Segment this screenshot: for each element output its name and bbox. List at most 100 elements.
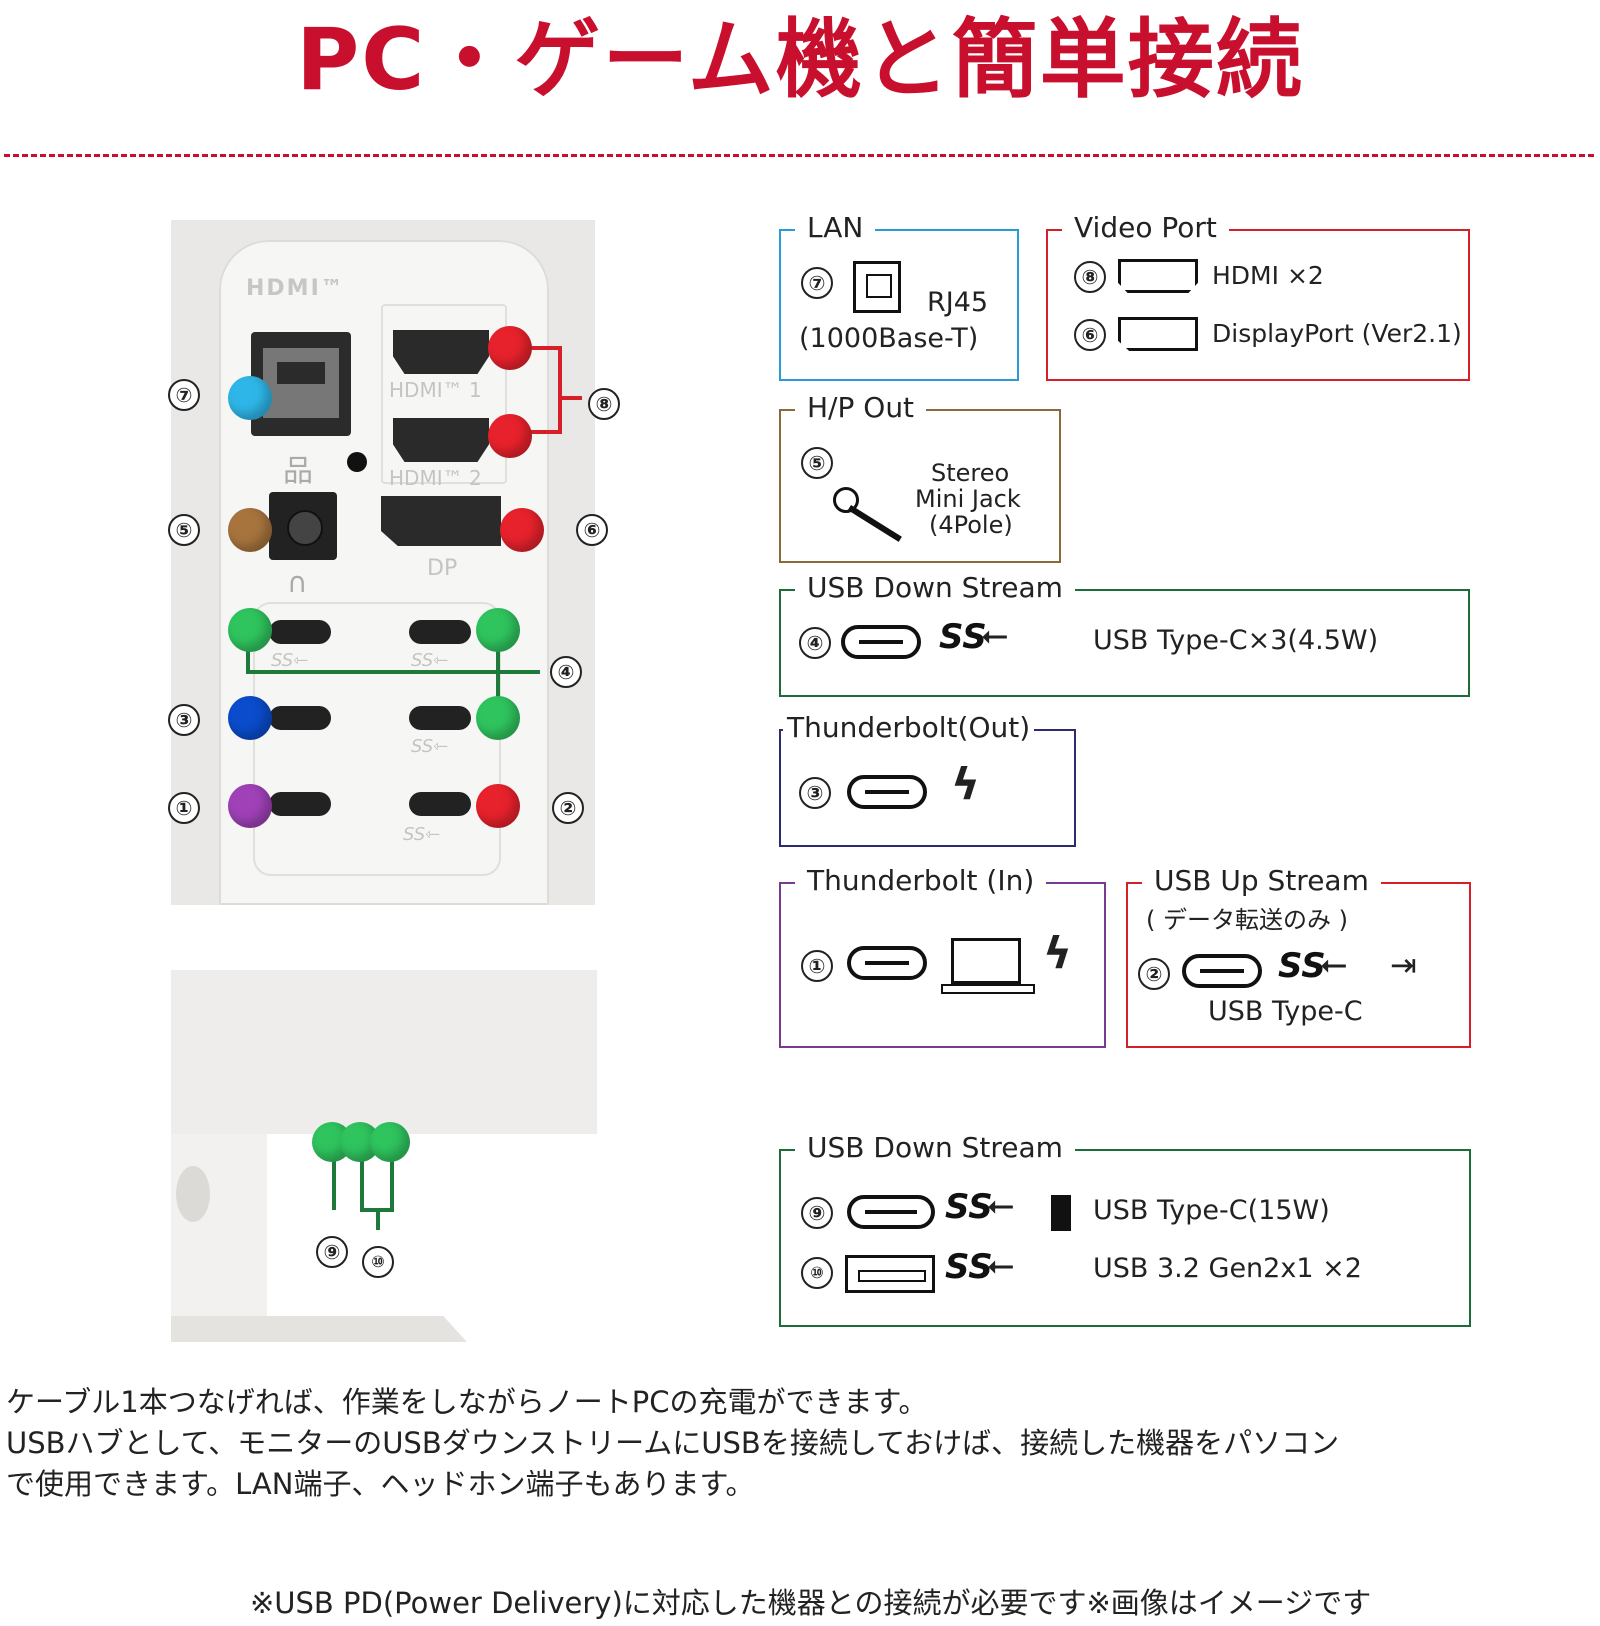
callout-5: ⑤: [168, 514, 200, 546]
usb-down-title-2: USB Down Stream: [795, 1131, 1075, 1164]
description-line-3: で使用できます。LAN端子、ヘッドホン端子もあります。: [6, 1467, 755, 1501]
description: ケーブル1本つなげれば、作業をしながらノートPCの充電ができます。 USBハブと…: [6, 1382, 1596, 1505]
video-port-frame: [381, 304, 507, 484]
hdmi-port-1: [393, 330, 489, 374]
callout-6: ⑥: [576, 514, 608, 546]
thunderbolt-in-box: Thunderbolt (In) ① ϟ: [779, 864, 1106, 1048]
hdmi-num: ⑧: [1074, 261, 1106, 293]
usb-up-title: USB Up Stream: [1142, 864, 1381, 897]
headphone-icon: ∩: [287, 566, 308, 599]
usb-down-box-2: USB Down Stream ⑨ SS ⭠ USB Type-C(15W) ⑩…: [779, 1131, 1471, 1327]
headphone-dot: [228, 508, 272, 552]
battery-icon: [1051, 1195, 1071, 1231]
hp-box-title: H/P Out: [795, 391, 927, 424]
callout-8: ⑧: [588, 388, 620, 420]
hp-label-1: Stereo: [931, 459, 1010, 487]
superspeed-icon: SS: [1278, 946, 1326, 986]
usb-trident-icon: ⭠: [981, 615, 1009, 655]
hdmi-port-icon: [1118, 259, 1198, 293]
usb-up-subtitle: ( データ転送のみ ): [1146, 906, 1348, 934]
usb-c-icon: [847, 946, 927, 980]
lan-box-title: LAN: [795, 211, 876, 244]
usb-down-label-10: USB 3.2 Gen2x1 ×2: [1093, 1253, 1362, 1284]
thunderbolt-out-box: Thunderbolt(Out) ③ ϟ: [779, 711, 1076, 847]
lan-num: ⑦: [801, 267, 833, 299]
usb-down-dot: [476, 608, 520, 652]
ss-mark: SS⇽: [403, 824, 441, 845]
callout-10: ⑩: [362, 1246, 394, 1278]
usb-up-dot: [476, 784, 520, 828]
thunderbolt-icon: ϟ: [951, 759, 981, 810]
usb-c-icon: [841, 625, 921, 659]
tb-out-dot: [228, 696, 272, 740]
superspeed-icon: SS: [945, 1247, 993, 1287]
usb-up-label: USB Type-C: [1208, 996, 1363, 1027]
usb-c-icon: [847, 775, 927, 809]
hdmi2-dot: [488, 414, 532, 458]
ss-mark: SS⇽: [411, 736, 449, 757]
rj45-icon: [853, 261, 901, 313]
superspeed-icon: SS: [945, 1187, 993, 1227]
callout-1: ①: [168, 792, 200, 824]
callout-7: ⑦: [168, 379, 200, 411]
usb-down-num-10: ⑩: [801, 1257, 833, 1289]
tb-in-num: ①: [801, 950, 833, 982]
ss-mark: SS⇽: [411, 650, 449, 671]
callout-9: ⑨: [316, 1236, 348, 1268]
displayport-icon: [1118, 317, 1198, 351]
tb-in-dot: [228, 784, 272, 828]
hp-label-2: Mini Jack: [915, 485, 1021, 513]
dp-num: ⑥: [1074, 319, 1106, 351]
video-box-title: Video Port: [1062, 211, 1229, 244]
upstream-icon: ⇥: [1390, 946, 1417, 984]
usb-trident-icon: ⭠: [987, 1185, 1015, 1225]
hdmi1-label: HDMI™ 1: [389, 378, 482, 402]
usb-down-num-9: ⑨: [801, 1197, 833, 1229]
usb-up-num: ②: [1138, 958, 1170, 990]
hdmi-label: HDMI ×2: [1212, 261, 1324, 290]
dp-label: DP: [427, 556, 458, 581]
stand-base: [171, 1316, 467, 1342]
hdmi-bracket-line: [510, 346, 582, 434]
usb-c-port: [269, 706, 331, 730]
hdmi-logo-text: HDMI™: [246, 276, 345, 301]
video-port-box: Video Port ⑧ HDMI ×2 ⑥ DisplayPort (Ver2…: [1046, 211, 1470, 381]
lan-label-2: (1000Base-T): [799, 323, 979, 354]
usb-down-label-1: USB Type-C×3(4.5W): [1093, 625, 1379, 656]
usb-down-title-1: USB Down Stream: [795, 571, 1075, 604]
footnote: ※USB PD(Power Delivery)に対応した機器との接続が必要です※…: [250, 1586, 1372, 1620]
usb-trident-icon: ⭠: [987, 1245, 1015, 1285]
lan-box: LAN ⑦ RJ45 (1000Base-T): [779, 211, 1019, 381]
tb-out-title: Thunderbolt(Out): [783, 711, 1035, 744]
callout-3: ③: [168, 704, 200, 736]
callout-4: ④: [550, 656, 582, 688]
hdmi-port-2: [393, 418, 489, 462]
laptop-base: [941, 984, 1035, 994]
usb-bottom-dot: [370, 1122, 410, 1162]
displayport-port: [381, 496, 501, 546]
tb-in-title: Thunderbolt (In): [795, 864, 1047, 897]
indicator-led: [347, 452, 367, 472]
usb-c-port: [269, 792, 331, 816]
hp-out-box: H/P Out ⑤ Stereo Mini Jack (4Pole): [779, 391, 1061, 563]
page-title: PC・ゲーム機と簡単接続: [296, 10, 1304, 110]
ss-mark: SS⇽: [271, 650, 309, 671]
usb-c-port: [269, 620, 331, 644]
dp-dot: [500, 508, 544, 552]
usb-c-port: [409, 792, 471, 816]
hp-num: ⑤: [801, 447, 833, 479]
usb-down-box-1: USB Down Stream ④ SS ⭠ USB Type-C×3(4.5W…: [779, 571, 1470, 697]
hdmi1-dot: [488, 326, 532, 370]
callout-2: ②: [552, 792, 584, 824]
lan-label-1: RJ45: [927, 287, 989, 318]
usb-c-port: [409, 620, 471, 644]
hdmi2-label: HDMI™ 2: [389, 466, 482, 490]
dp-label: DisplayPort (Ver2.1): [1212, 319, 1462, 348]
usb-c-port: [409, 706, 471, 730]
stand-hole: [176, 1166, 210, 1222]
lan-dot: [228, 376, 272, 420]
stand-neck: [171, 1134, 267, 1322]
superspeed-icon: SS: [939, 617, 987, 657]
headphone-jack: [269, 492, 337, 560]
bottom-ports-photo: [171, 970, 597, 1134]
